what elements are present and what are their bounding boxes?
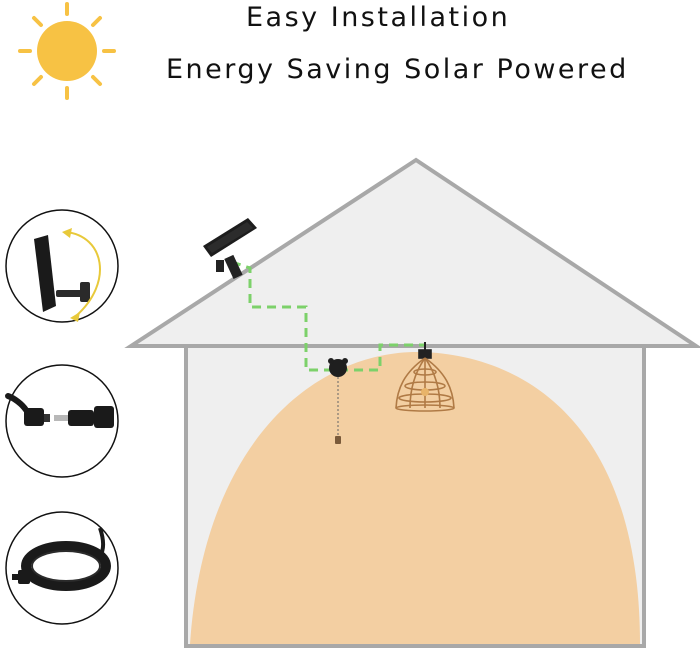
panel-bracket-circle (5, 209, 119, 323)
sun-icon (18, 2, 116, 100)
dc-connector-circle (5, 364, 119, 478)
headline-easy-installation: Easy Installation (246, 2, 511, 33)
light-glow (190, 351, 640, 644)
rotation-arrow-icon (65, 231, 101, 317)
pull-chain-switch-icon (328, 358, 348, 444)
cage-pendant-lamp-icon (395, 342, 455, 412)
power-wire (231, 260, 425, 372)
roof-solar-panel-icon (203, 218, 257, 279)
headline-energy-saving: Energy Saving Solar Powered (166, 54, 629, 85)
coiled-cable-circle (5, 511, 119, 625)
house-illustration (124, 157, 700, 648)
